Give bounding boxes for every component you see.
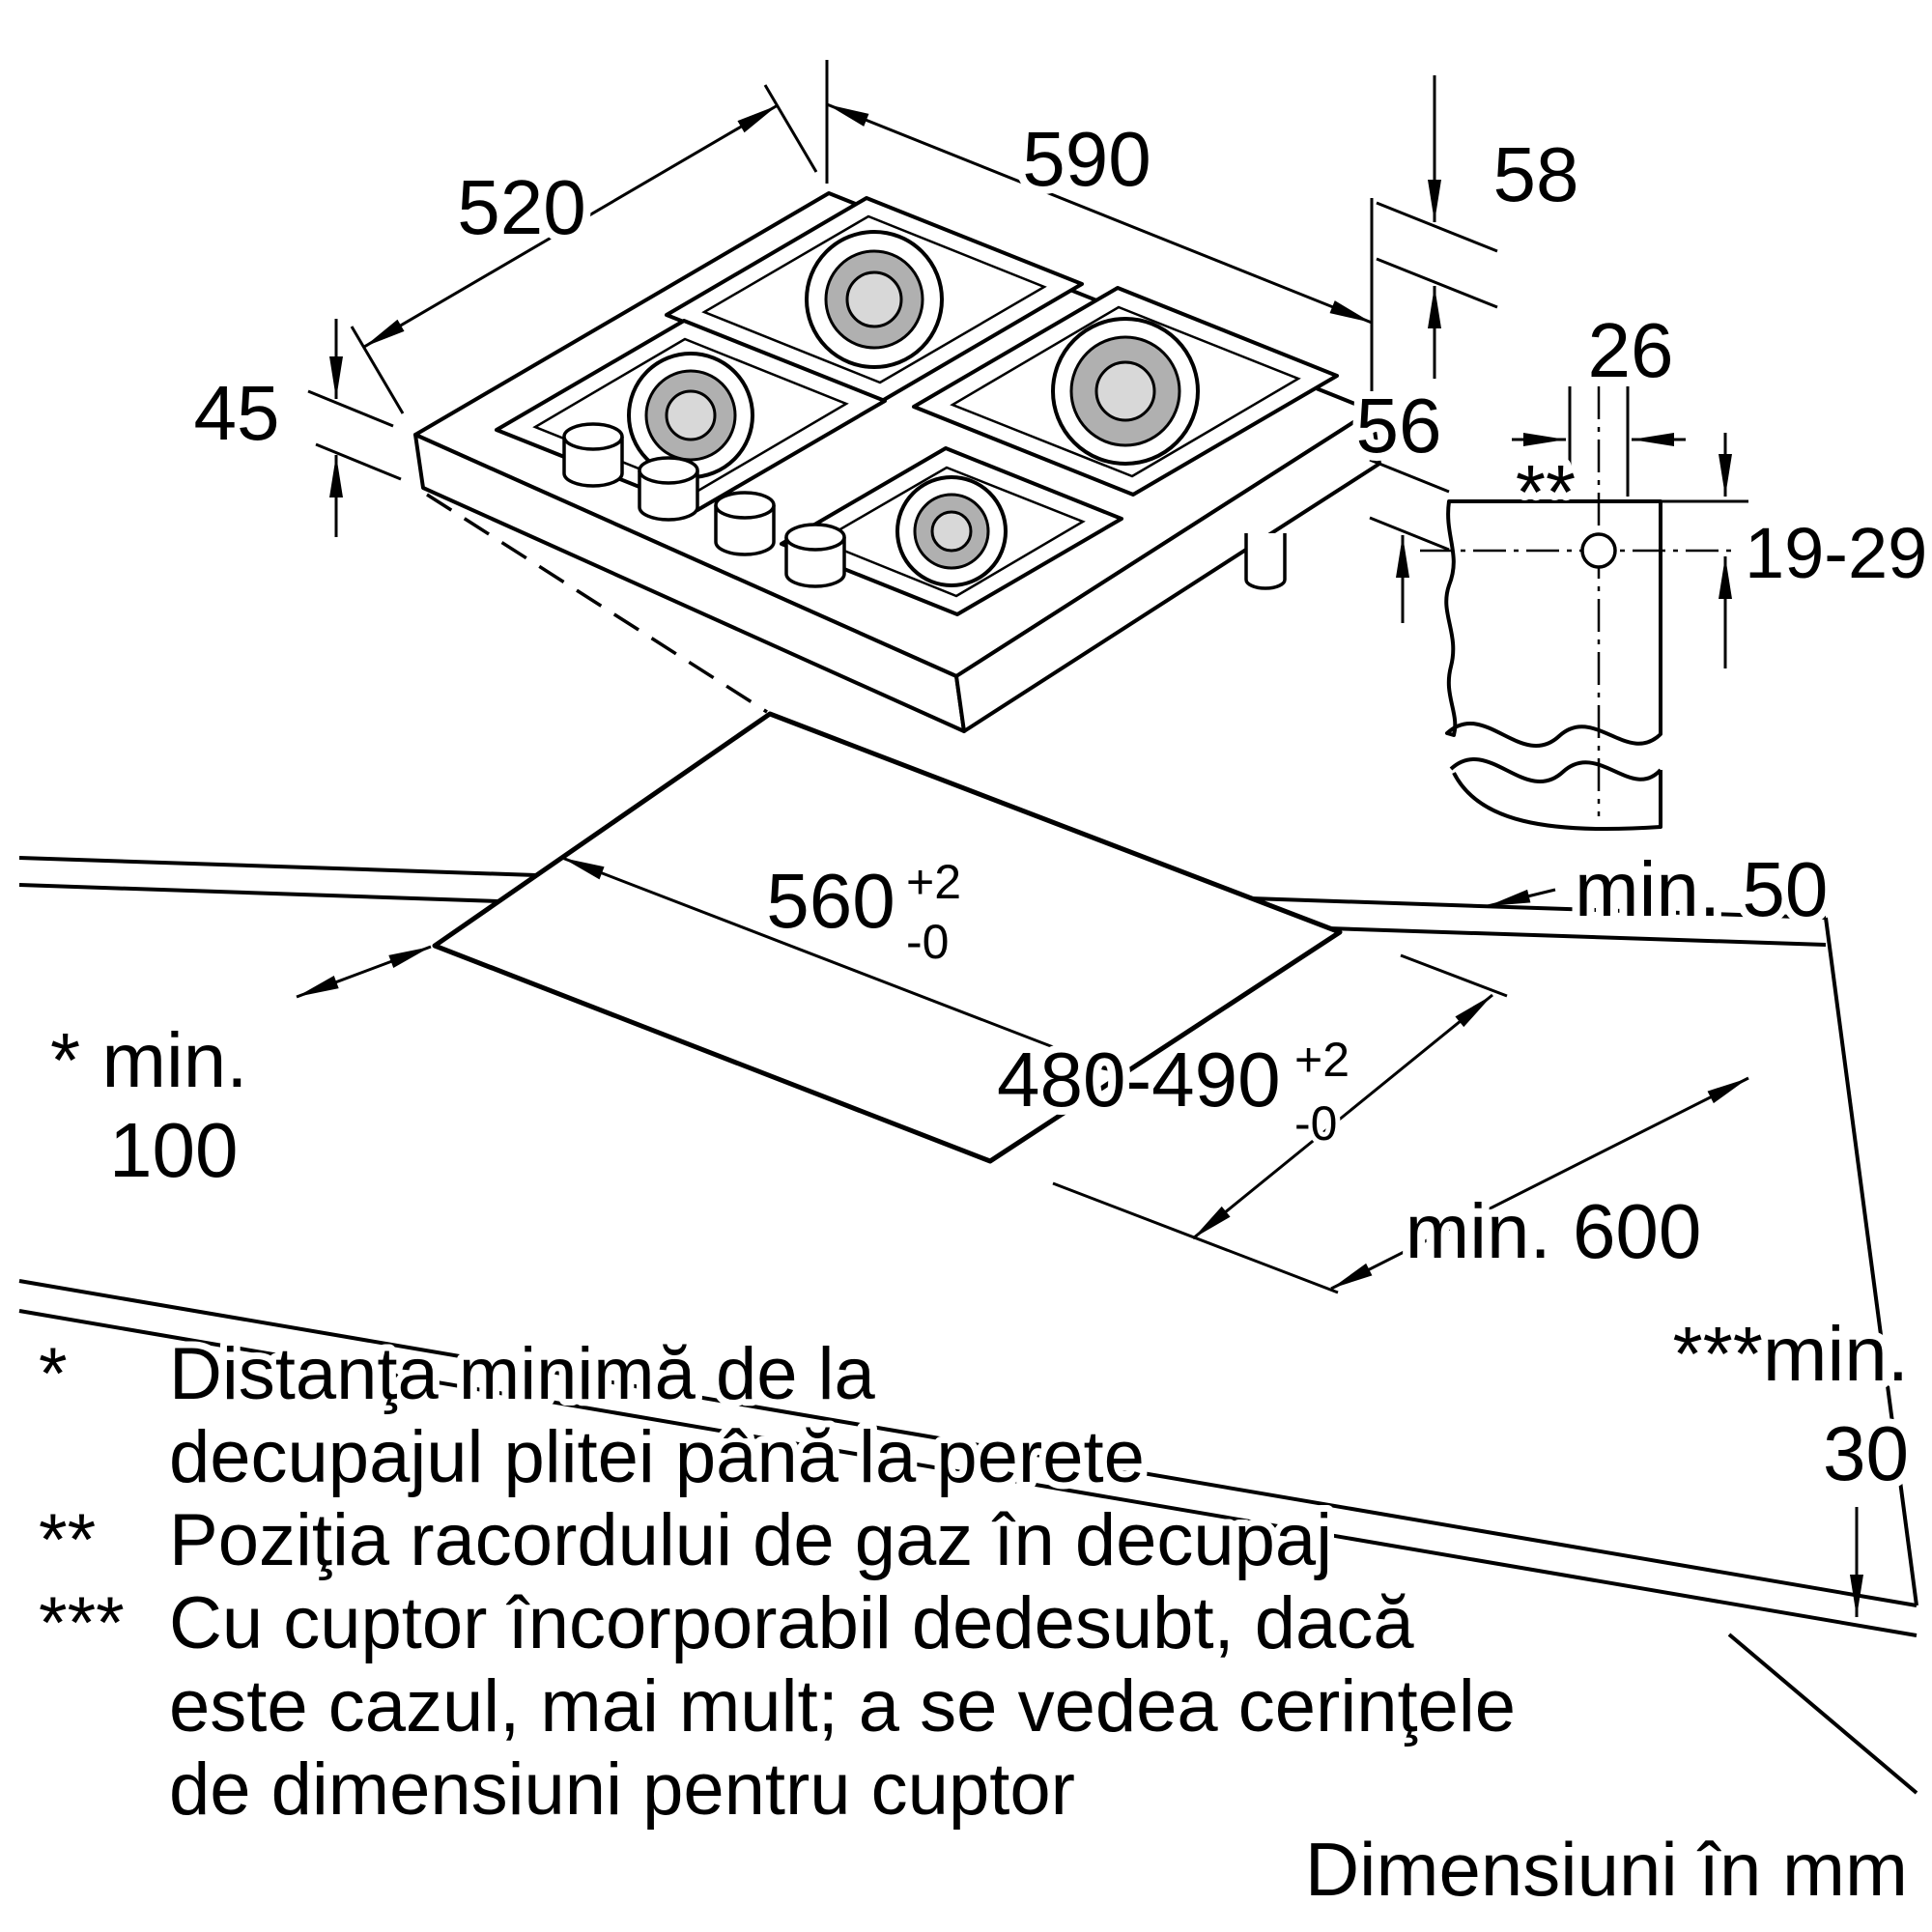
front-edge-line-2 (18, 1309, 1918, 1637)
footnote-line: Poziţia racordului de gaz în decupaj (169, 1499, 1332, 1581)
clearance-label-front-value: 30 (1823, 1410, 1909, 1496)
worktop-section (1444, 499, 1662, 749)
gas-inlet-pipe (1244, 533, 1287, 590)
leader-arrow (1487, 888, 1556, 908)
knob-top (784, 523, 846, 552)
reference-line (1376, 257, 1498, 309)
dim-min-100: * min. 100 (43, 945, 432, 1201)
dim-590: 590 (825, 60, 1374, 401)
dimension-line (826, 102, 1373, 325)
control-knobs (562, 422, 846, 588)
clearance-label-depth: min. 600 (1406, 1188, 1702, 1274)
dim-label-56: 56 (1356, 383, 1442, 469)
reference-line (307, 389, 394, 428)
rear-edge-line-2 (18, 883, 499, 903)
rear-edge-line (18, 856, 537, 877)
reference-line (1369, 458, 1450, 494)
dim-19-29: 19-29 (1661, 433, 1932, 668)
dim-26: 26 (1512, 299, 1686, 497)
dim-label-590: 590 (1022, 116, 1151, 202)
dim-min-50: min. 50 (1487, 838, 1835, 940)
rear-edge-line-2 (1327, 926, 1827, 947)
tolerance-minus: -0 (1294, 1096, 1337, 1151)
footnotes: * Distanţa minimă de la decupajul plitei… (32, 1326, 1915, 1918)
reference-line (1376, 201, 1498, 253)
dim-label-520: 520 (457, 164, 585, 250)
footnote-line: Distanţa minimă de la (169, 1333, 875, 1415)
units-note: Dimensiuni în mm (1305, 1827, 1908, 1912)
footnote-marker: *** (39, 1582, 125, 1664)
rear-edge-line (1250, 896, 1827, 920)
footnote-marker: ** (39, 1499, 96, 1581)
projection-dashed-line (426, 493, 768, 714)
footnote-marker: * (39, 1333, 68, 1415)
tolerance-plus: +2 (1294, 1033, 1350, 1087)
tolerance-plus: +2 (906, 855, 961, 909)
burner-right (912, 286, 1339, 497)
reference-line (1369, 516, 1450, 552)
dim-480-490: 480-490 +2 -0 (989, 953, 1508, 1294)
burner-cap (930, 510, 973, 553)
extension-line (1400, 953, 1508, 998)
burner-cap (665, 389, 717, 441)
dimension-line (561, 856, 1124, 1076)
dim-label-45: 45 (194, 370, 280, 456)
burner-front (780, 446, 1123, 616)
dim-label-26: 26 (1588, 307, 1674, 393)
clearance-label-front-marker: ***min. (1672, 1311, 1909, 1397)
knob-top (562, 422, 624, 451)
pan-support-inner (950, 305, 1301, 478)
burner-cap (845, 270, 903, 328)
gas-ref-marker: ** (1516, 449, 1576, 535)
gas-connection-detail: 26 ** 19-29 (1420, 299, 1932, 832)
hob-dimensions: 520 590 58 45 56 (186, 60, 1586, 623)
clearance-label-rear: min. 50 (1575, 846, 1828, 932)
front-edge-line (18, 1279, 1918, 1607)
dim-56: 56 (1349, 375, 1450, 623)
dimension-line (296, 945, 432, 999)
dim-label-560: 560 (766, 858, 895, 944)
knob-top (714, 491, 776, 520)
dim-58: 58 (1376, 75, 1586, 379)
right-edge-line (1824, 917, 1918, 1606)
section-tail (1452, 770, 1662, 832)
dim-560: 560 +2 -0 (561, 850, 1124, 1076)
dim-label-58: 58 (1493, 131, 1579, 217)
footnote-line: Cu cuptor încorporabil dedesubt, dacă (169, 1582, 1414, 1664)
dim-520: 520 (350, 84, 818, 414)
footnote-line: este cazul, mai mult; a se vedea cerinţe… (169, 1665, 1516, 1747)
gas-hole (1580, 532, 1617, 569)
knob-top (638, 456, 699, 485)
extension-line (763, 84, 818, 173)
tolerance-minus: -0 (906, 915, 949, 969)
worktop-dimensions: 560 +2 -0 480-490 +2 -0 min. 50 * min. 1… (43, 838, 1917, 1617)
front-corner-line (1727, 1633, 1918, 1795)
footnote-line: de dimensiuni pentru cuptor (169, 1748, 1075, 1831)
burner-cap (1094, 360, 1156, 422)
dim-label-480-490: 480-490 (997, 1037, 1281, 1122)
clearance-label-side-value: 100 (109, 1107, 238, 1193)
pan-support-inner (817, 466, 1086, 598)
dim-min-30: ***min. 30 (1664, 1303, 1917, 1617)
break-line (1449, 756, 1662, 784)
clearance-label-side-marker: * min. (50, 1017, 248, 1103)
dimension-line (363, 103, 779, 349)
reference-line (315, 442, 402, 481)
dimension-line (1330, 1076, 1749, 1291)
footnote-line: decupajul plitei până la perete (169, 1416, 1145, 1498)
extension-line (350, 326, 405, 414)
dim-45: 45 (186, 319, 402, 537)
dim-label-19-29: 19-29 (1745, 513, 1927, 593)
dim-min-600: min. 600 (1330, 1076, 1749, 1291)
